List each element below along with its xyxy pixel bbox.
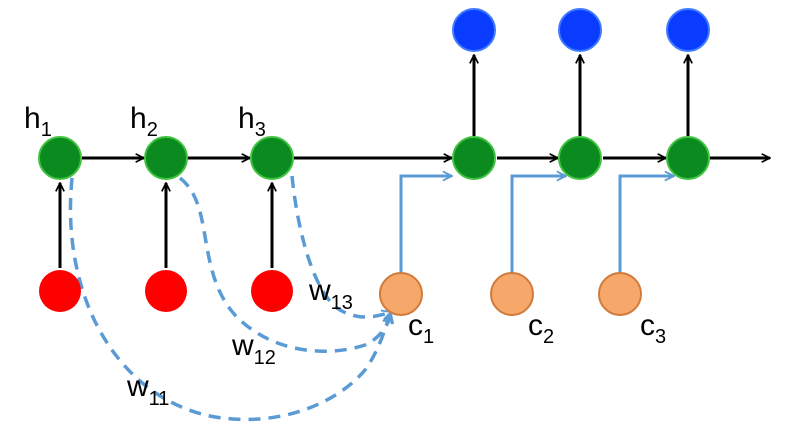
label-h1: h1 (24, 102, 52, 141)
label-w13: w13 (308, 274, 353, 314)
weight-labels: w11 w12 w13 (126, 274, 353, 410)
hidden-node-h1 (38, 136, 82, 180)
hidden-labels: h1 h2 h3 (24, 102, 266, 141)
c3-to-d3-arrow (618, 176, 674, 274)
hidden-state-nodes (38, 136, 710, 180)
label-c3: c3 (640, 309, 666, 348)
hidden-node-h2 (144, 136, 188, 180)
output-node-3 (666, 8, 710, 52)
context-node-c1 (379, 272, 423, 316)
decoder-node-3 (666, 136, 710, 180)
decoder-node-2 (558, 136, 602, 180)
label-h2: h2 (130, 102, 158, 141)
label-h3: h3 (238, 102, 266, 141)
input-arrows (60, 183, 272, 268)
c1-to-d1-arrow (399, 176, 452, 274)
w12-curve (178, 176, 391, 354)
c2-to-d2-arrow (510, 176, 566, 274)
w13-curve (290, 175, 391, 317)
label-w11: w11 (126, 370, 169, 410)
input-node-1 (39, 270, 81, 312)
label-c1: c1 (408, 309, 434, 348)
context-nodes (379, 272, 642, 316)
context-node-c2 (490, 272, 534, 316)
hidden-node-h3 (250, 136, 294, 180)
context-arrows (399, 176, 674, 274)
decoder-node-1 (452, 136, 496, 180)
encoder-input-nodes (39, 270, 293, 312)
context-node-c3 (598, 272, 642, 316)
output-node-1 (452, 8, 496, 52)
output-node-2 (558, 8, 602, 52)
output-arrows (474, 55, 688, 136)
input-node-2 (145, 270, 187, 312)
attention-weight-curves (68, 175, 391, 422)
context-labels: c1 c2 c3 (408, 309, 666, 348)
label-c2: c2 (528, 309, 554, 348)
input-node-3 (251, 270, 293, 312)
label-w12: w12 (231, 329, 276, 369)
w11-curve (68, 177, 390, 422)
output-nodes (452, 8, 710, 52)
